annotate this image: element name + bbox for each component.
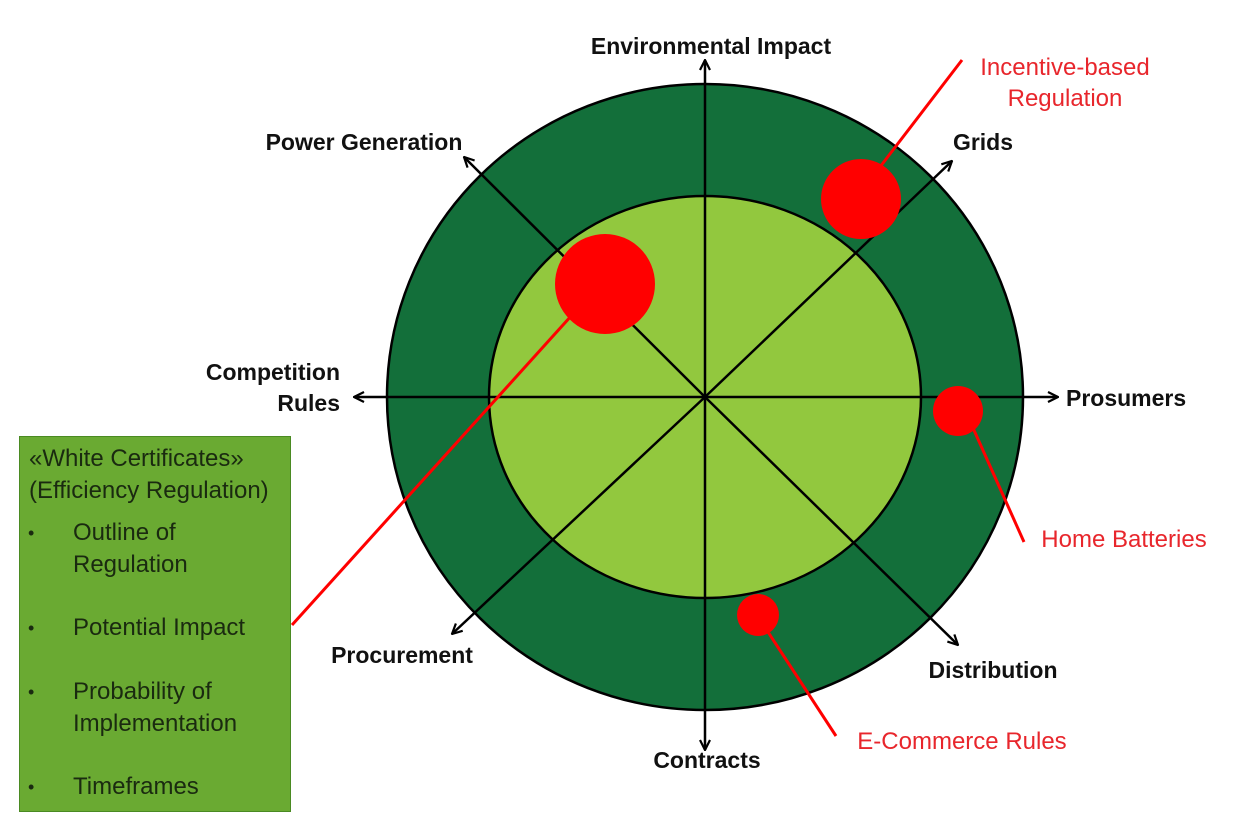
infobox-item-line: Probability of — [73, 678, 212, 705]
axis-procurement — [452, 396, 706, 634]
bullet: • — [28, 618, 35, 638]
markers-group — [555, 159, 983, 636]
axis-label-line: Power Generation — [266, 129, 463, 155]
bullet: • — [28, 777, 35, 797]
marker-incentive-based-regulation — [821, 159, 901, 239]
axis-grids — [704, 161, 952, 398]
marker-home-batteries — [933, 386, 983, 436]
axis-label-line: Environmental Impact — [591, 33, 832, 59]
axis-label-line: Grids — [953, 129, 1013, 155]
axis-label-line: Prosumers — [1066, 385, 1186, 411]
axis-distribution — [704, 396, 958, 645]
infobox-item-line: Regulation — [73, 551, 188, 578]
callout-line-e-commerce-rules — [766, 631, 838, 737]
axis-label-line: Distribution — [928, 657, 1057, 683]
axis-label-line: Contracts — [653, 747, 760, 773]
infobox-title-line-2: (Efficiency Regulation) — [29, 477, 269, 504]
infobox-item-text: Timeframes — [73, 771, 285, 803]
infobox-item-line: Timeframes — [73, 773, 199, 800]
axis-label-power-generation: Power Generation — [266, 129, 463, 155]
callout-label-line: E-Commerce Rules — [857, 728, 1066, 755]
axis-label-line: Rules — [277, 390, 340, 416]
callout-line-incentive-based-regulation — [868, 59, 964, 181]
callout-line-home-batteries — [971, 427, 1026, 543]
infobox-item-line: Implementation — [73, 710, 238, 737]
infobox-title-line-1: «White Certificates» — [29, 445, 244, 472]
axis-label-distribution: Distribution — [928, 657, 1057, 683]
callout-label-e-commerce-rules: E-Commerce Rules — [857, 728, 1066, 755]
infobox-title: «White Certificates» (Efficiency Regulat… — [29, 443, 269, 507]
callout-label-line: Incentive-based — [980, 54, 1149, 81]
axis-label-procurement: Procurement — [331, 642, 473, 668]
infobox-item-text: Probability of Implementation — [73, 676, 285, 740]
white-certificates-marker — [555, 234, 655, 334]
axis-label-contracts: Contracts — [653, 747, 760, 773]
infobox-item-line: Potential Impact — [73, 614, 246, 641]
axis-label-line: Procurement — [331, 642, 473, 668]
callout-label-home-batteries: Home Batteries — [1041, 526, 1206, 553]
bullet: • — [28, 682, 35, 702]
marker-e-commerce-rules — [737, 594, 779, 636]
axis-label-line: Competition — [206, 359, 340, 385]
infobox-connector-line — [290, 313, 574, 627]
axis-label-environmental-impact: Environmental Impact — [591, 33, 832, 59]
axis-label-grids: Grids — [953, 129, 1013, 155]
infobox-item-text: Outline of Regulation — [73, 517, 285, 581]
callout-label-line: Home Batteries — [1041, 526, 1206, 553]
callout-label-line: Regulation — [1008, 85, 1123, 112]
white-certificates-infobox: «White Certificates» (Efficiency Regulat… — [19, 436, 291, 812]
infobox-item-line: Outline of — [73, 519, 176, 546]
bullet: • — [28, 523, 35, 543]
axis-labels-group: Environmental ImpactGridsProsumersDistri… — [206, 33, 1186, 773]
axis-label-prosumers: Prosumers — [1066, 385, 1186, 411]
callout-lines-group — [290, 59, 1026, 737]
infobox-item-text: Potential Impact — [73, 612, 285, 644]
